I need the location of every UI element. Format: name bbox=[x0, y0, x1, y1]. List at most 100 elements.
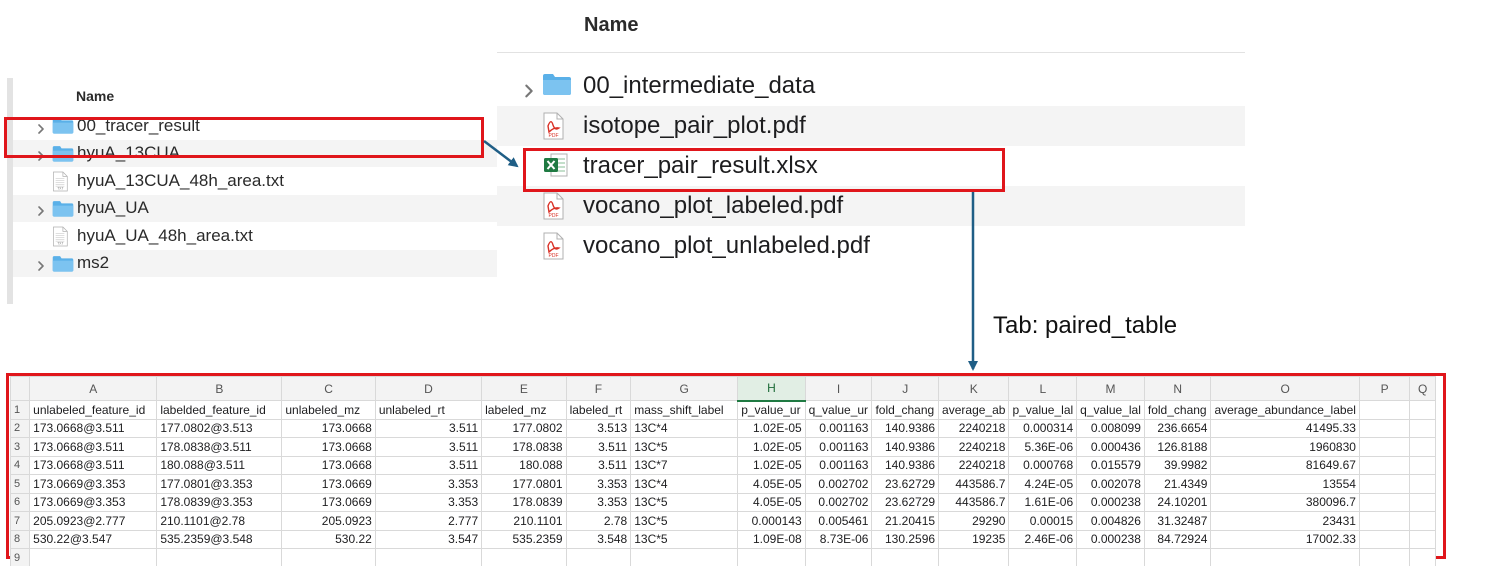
table-cell[interactable]: 0.00015 bbox=[1008, 511, 1078, 531]
table-cell[interactable]: 205.0923 bbox=[281, 511, 376, 531]
column-header-d[interactable]: D bbox=[374, 376, 483, 401]
chevron-right-icon[interactable] bbox=[35, 202, 47, 217]
table-cell[interactable] bbox=[871, 548, 940, 566]
table-cell[interactable]: 173.0668 bbox=[281, 455, 376, 475]
table-cell[interactable]: 177.0801@3.353 bbox=[156, 474, 283, 494]
header-cell[interactable]: average_ab bbox=[938, 400, 1010, 420]
table-cell[interactable]: 2240218 bbox=[938, 455, 1010, 475]
table-cell[interactable]: 173.0668@3.511 bbox=[29, 418, 158, 438]
header-cell[interactable]: fold_chang bbox=[871, 400, 940, 420]
table-cell[interactable] bbox=[1358, 474, 1411, 494]
row-number[interactable]: 3 bbox=[10, 437, 31, 457]
table-cell[interactable]: 23.62729 bbox=[871, 474, 940, 494]
table-cell[interactable]: 13C*4 bbox=[630, 418, 739, 438]
table-cell[interactable]: 0.000314 bbox=[1008, 418, 1078, 438]
table-cell[interactable]: 13C*5 bbox=[630, 529, 739, 549]
file-row-tracer-pair-result-xlsx[interactable]: tracer_pair_result.xlsx bbox=[497, 146, 1245, 186]
table-cell[interactable]: 0.000768 bbox=[1008, 455, 1078, 475]
table-cell[interactable]: 178.0839@3.353 bbox=[156, 492, 283, 512]
table-cell[interactable] bbox=[281, 548, 376, 566]
table-cell[interactable]: 173.0669@3.353 bbox=[29, 492, 158, 512]
table-cell[interactable] bbox=[29, 548, 158, 566]
file-row-00-tracer-result[interactable]: 00_tracer_result bbox=[13, 112, 503, 140]
column-header-k[interactable]: K bbox=[938, 376, 1010, 401]
table-cell[interactable]: 23431 bbox=[1210, 511, 1360, 531]
table-cell[interactable] bbox=[938, 548, 1010, 566]
table-cell[interactable]: 0.000238 bbox=[1076, 492, 1145, 512]
table-cell[interactable] bbox=[1409, 492, 1436, 512]
table-cell[interactable]: 177.0801 bbox=[481, 474, 567, 494]
column-header-e[interactable]: E bbox=[481, 376, 567, 401]
table-cell[interactable]: 29290 bbox=[938, 511, 1010, 531]
table-cell[interactable]: 0.001163 bbox=[804, 418, 873, 438]
table-cell[interactable] bbox=[1409, 511, 1436, 531]
table-cell[interactable]: 4.05E-05 bbox=[737, 492, 806, 512]
table-cell[interactable]: 13C*7 bbox=[630, 455, 739, 475]
table-cell[interactable]: 530.22 bbox=[281, 529, 376, 549]
header-cell[interactable]: p_value_ur bbox=[737, 400, 806, 420]
table-cell[interactable]: 23.62729 bbox=[871, 492, 940, 512]
table-cell[interactable]: 0.004826 bbox=[1076, 511, 1145, 531]
column-header-i[interactable]: I bbox=[804, 376, 873, 401]
table-cell[interactable]: 130.2596 bbox=[871, 529, 940, 549]
row-number[interactable]: 1 bbox=[10, 400, 31, 420]
table-cell[interactable]: 443586.7 bbox=[938, 474, 1010, 494]
table-cell[interactable]: 13C*5 bbox=[630, 437, 739, 457]
table-cell[interactable]: 3.511 bbox=[374, 437, 483, 457]
table-cell[interactable]: 2.46E-06 bbox=[1008, 529, 1078, 549]
table-cell[interactable]: 17002.33 bbox=[1210, 529, 1360, 549]
table-cell[interactable]: 0.001163 bbox=[804, 437, 873, 457]
row-number[interactable]: 4 bbox=[10, 455, 31, 475]
table-cell[interactable]: 530.22@3.547 bbox=[29, 529, 158, 549]
table-cell[interactable]: 39.9982 bbox=[1143, 455, 1212, 475]
table-cell[interactable] bbox=[1143, 548, 1212, 566]
table-cell[interactable]: 140.9386 bbox=[871, 437, 940, 457]
table-cell[interactable] bbox=[804, 548, 873, 566]
table-cell[interactable]: 178.0838 bbox=[481, 437, 567, 457]
table-cell[interactable]: 1.02E-05 bbox=[737, 437, 806, 457]
table-cell[interactable] bbox=[1358, 492, 1411, 512]
table-cell[interactable]: 140.9386 bbox=[871, 418, 940, 438]
table-cell[interactable]: 0.002702 bbox=[804, 474, 873, 494]
table-cell[interactable]: 126.8188 bbox=[1143, 437, 1212, 457]
table-cell[interactable]: 2240218 bbox=[938, 418, 1010, 438]
name-column-header[interactable]: Name bbox=[584, 14, 639, 36]
table-cell[interactable]: 177.0802 bbox=[481, 418, 567, 438]
column-header-l[interactable]: L bbox=[1008, 376, 1078, 401]
table-cell[interactable]: 380096.7 bbox=[1210, 492, 1360, 512]
row-number[interactable]: 8 bbox=[10, 529, 31, 549]
header-cell[interactable] bbox=[1358, 400, 1411, 420]
row-number[interactable]: 7 bbox=[10, 511, 31, 531]
row-number[interactable]: 2 bbox=[10, 418, 31, 438]
table-cell[interactable]: 1.02E-05 bbox=[737, 418, 806, 438]
table-cell[interactable]: 3.353 bbox=[374, 474, 483, 494]
table-cell[interactable]: 0.001163 bbox=[804, 455, 873, 475]
header-cell[interactable]: unlabeled_feature_id bbox=[29, 400, 158, 420]
column-header-a[interactable]: A bbox=[29, 376, 158, 401]
table-cell[interactable]: 3.353 bbox=[565, 492, 632, 512]
table-cell[interactable]: 178.0839 bbox=[481, 492, 567, 512]
table-cell[interactable]: 0.015579 bbox=[1076, 455, 1145, 475]
table-cell[interactable]: 535.2359@3.548 bbox=[156, 529, 283, 549]
header-cell[interactable]: labelded_feature_id bbox=[156, 400, 283, 420]
header-cell[interactable]: labeled_mz bbox=[481, 400, 567, 420]
table-cell[interactable] bbox=[1358, 418, 1411, 438]
table-cell[interactable]: 24.10201 bbox=[1143, 492, 1212, 512]
table-cell[interactable]: 8.73E-06 bbox=[804, 529, 873, 549]
table-cell[interactable]: 140.9386 bbox=[871, 455, 940, 475]
chevron-right-icon[interactable] bbox=[35, 120, 47, 134]
table-cell[interactable] bbox=[1358, 529, 1411, 549]
table-cell[interactable]: 173.0668@3.511 bbox=[29, 437, 158, 457]
table-cell[interactable]: 4.05E-05 bbox=[737, 474, 806, 494]
table-cell[interactable] bbox=[1358, 437, 1411, 457]
column-header-n[interactable]: N bbox=[1143, 376, 1212, 401]
header-cell[interactable]: labeled_rt bbox=[565, 400, 632, 420]
select-all-corner[interactable] bbox=[10, 376, 31, 401]
table-cell[interactable]: 173.0669 bbox=[281, 474, 376, 494]
table-cell[interactable]: 173.0668 bbox=[281, 437, 376, 457]
table-cell[interactable] bbox=[481, 548, 567, 566]
table-cell[interactable]: 21.4349 bbox=[1143, 474, 1212, 494]
